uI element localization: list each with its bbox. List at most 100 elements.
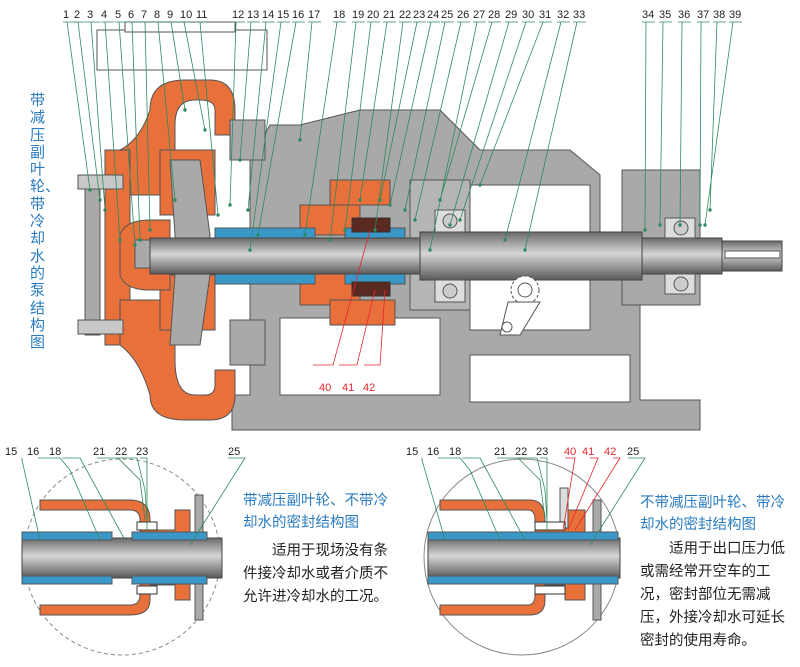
part-label-18: 18 [333,9,346,21]
part-label-30: 30 [522,9,535,21]
leader-line-5 [115,21,136,246]
leader-dot-22 [373,228,377,232]
leader-line-32 [504,21,570,241]
detail-right-label-16: 16 [427,446,440,458]
detail-right-label-25: 25 [627,446,640,458]
leader-line-15 [249,21,290,251]
leader-line-11 [196,21,219,216]
leader-dot-21 [358,198,362,202]
lifting-lug [499,275,541,336]
part-label-33: 33 [573,9,586,21]
part-label-40: 40 [319,382,332,394]
leader-line-8 [154,21,176,201]
leader-line-18 [304,21,346,236]
part-label-10: 10 [180,9,193,21]
detail-right-label-41: 41 [582,446,595,458]
part-label-27: 27 [473,9,486,21]
detail-right-label-42: 42 [604,446,617,458]
leader-line-36 [678,21,691,226]
bearings [434,209,696,336]
leader-line-19 [329,21,365,241]
detail-right-description: 适用于出口压力低或需经常开空车的工况，密封部位无需减压，外接冷却水可延长密封的使… [640,541,785,649]
detail-right-label-22: 22 [515,446,528,458]
leader-line-27 [429,21,486,251]
leader-dot-30 [458,218,462,222]
detail-left-label-23: 23 [136,446,149,458]
leader-dot-24 [388,203,392,207]
part-label-16: 16 [292,9,305,21]
part-label-1: 1 [63,9,70,21]
leader-line-35 [659,21,672,226]
leader-line-2 [74,21,101,201]
detail-left-description: 适用于现场没有条件接冷却水或者介质不允许进冷却水的工况。 [243,543,388,605]
leader-line-20 [344,21,380,231]
part-label-4: 4 [101,9,108,21]
part-label-5: 5 [115,9,122,21]
leader-dot-16 [256,233,260,237]
detail-right-label-18: 18 [449,446,462,458]
part-label-29: 29 [505,9,518,21]
part-label-11: 11 [196,9,208,21]
leader-line-28 [439,21,501,201]
detail-left-title: 带减压副叶轮、不带冷却水的密封结构图 [243,493,388,531]
leader-dot-25 [403,208,407,212]
leader-dot-1 [88,188,92,192]
part-label-34: 34 [642,9,655,21]
leader-line-4 [101,21,121,241]
leader-lines [63,21,742,252]
leader-dot-23 [378,198,382,202]
part-label-41: 41 [342,382,355,394]
detail-right-seal [421,457,646,656]
part-label-9: 9 [167,9,174,21]
leader-dot-18 [303,233,307,237]
leader-dot-38 [708,208,712,212]
leader-dot-6 [138,238,142,242]
leader-dot-3 [103,208,107,212]
leader-dot-29 [448,223,452,227]
leader-dot-32 [503,238,507,242]
leader-dot-13 [238,158,242,162]
detail-right-caption: 不带减压副叶轮、带冷却水的密封结构图 适用于出口压力低或需经常开空车的工况，密封… [640,492,796,653]
leader-line-6 [128,21,141,241]
part-label-8: 8 [154,9,161,21]
part-label-23: 23 [413,9,426,21]
leader-dot-39 [703,223,707,227]
leader-line-3 [87,21,106,211]
leader-line-9 [167,21,186,111]
part-label-22: 22 [399,9,412,21]
part-label-28: 28 [488,9,501,21]
part-label-35: 35 [659,9,672,21]
leader-line-16 [257,21,305,236]
detail-right-title: 不带减压副叶轮、带冷却水的密封结构图 [640,495,785,533]
part-label-7: 7 [141,9,148,21]
part-label-21: 21 [383,9,396,21]
part-label-15: 15 [277,9,290,21]
leader-line-13 [239,21,260,161]
leader-line-24 [389,21,440,206]
part-label-38: 38 [713,9,726,21]
part-label-13: 13 [247,9,260,21]
leader-dot-15 [248,248,252,252]
leader-line-25 [404,21,454,211]
leader-dot-35 [658,223,662,227]
leader-line-39 [704,21,742,226]
part-label-6: 6 [128,9,135,21]
part-label-20: 20 [367,9,380,21]
part-label-19: 19 [352,9,365,21]
leader-dot-5 [133,243,137,247]
part-label-36: 36 [678,9,691,21]
leader-dot-33 [523,248,527,252]
part-label-17: 17 [308,9,321,21]
detail-left-label-18: 18 [49,446,62,458]
leader-dot-12 [228,203,232,207]
leader-dot-26 [413,218,417,222]
leader-dot-11 [216,213,220,217]
red-leader-lines [313,229,386,366]
leader-dot-8 [173,198,177,202]
leader-line-10 [180,21,206,131]
part-label-32: 32 [557,9,570,21]
leader-line-34 [642,21,655,231]
leader-dot-20 [343,228,347,232]
part-label-37: 37 [697,9,710,21]
